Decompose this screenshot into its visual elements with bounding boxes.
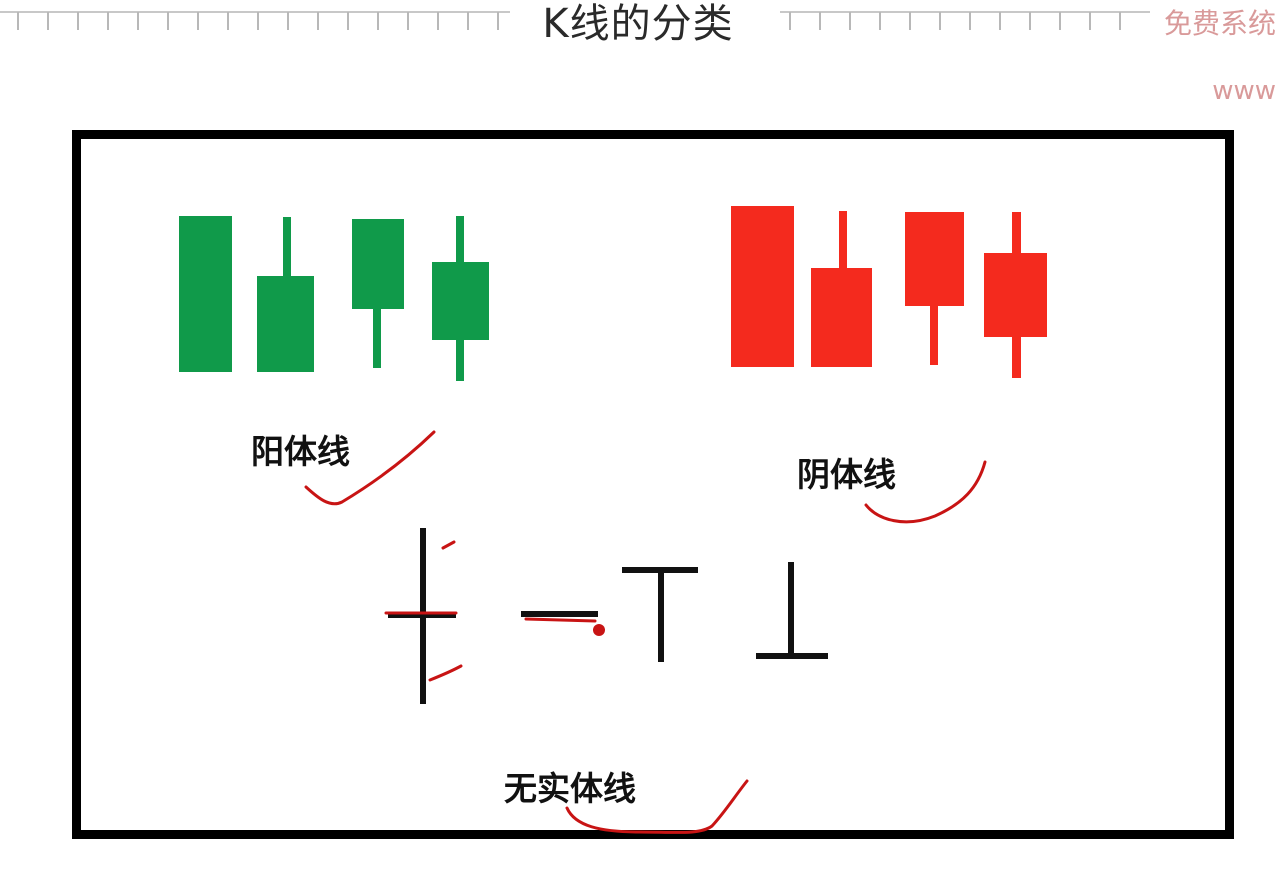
underline-bearish — [864, 460, 987, 524]
bearish-label: 阴体线 — [797, 455, 896, 494]
bearish-candles — [731, 206, 1047, 378]
tick-mark-upper — [441, 540, 456, 550]
bullish-candle-both-shadows — [432, 216, 489, 381]
no-body-lines — [388, 528, 828, 704]
watermark-url: www — [1212, 76, 1276, 106]
dash-underline — [524, 617, 597, 623]
slide-frame — [72, 130, 1234, 839]
bullish-label: 阳体线 — [251, 432, 350, 471]
no-body-label: 无实体线 — [504, 769, 636, 808]
bearish-candle-both-shadows — [984, 212, 1047, 378]
watermark-text: 免费系统 — [1163, 7, 1276, 40]
bearish-candle-body-only — [731, 206, 794, 367]
tick-mark-lower — [428, 664, 463, 682]
bullish-candles — [179, 216, 489, 381]
bullish-candle-upper-shadow — [257, 217, 314, 372]
t-line-shape — [622, 567, 698, 662]
bearish-candle-upper-shadow — [811, 211, 872, 367]
inverted-t-line-shape — [756, 562, 828, 659]
ruler-strip — [0, 11, 1150, 30]
bullish-candle-lower-shadow — [352, 219, 404, 368]
bearish-candle-lower-shadow — [905, 212, 964, 365]
cross-doji-shape — [388, 528, 456, 704]
underline-no-body — [565, 779, 749, 834]
slide-title: K线的分类 — [542, 1, 734, 47]
annotation-marks — [304, 430, 987, 834]
bullish-candle-body-only — [179, 216, 232, 372]
underline-bullish — [304, 430, 436, 506]
cursor-dot — [593, 624, 605, 636]
